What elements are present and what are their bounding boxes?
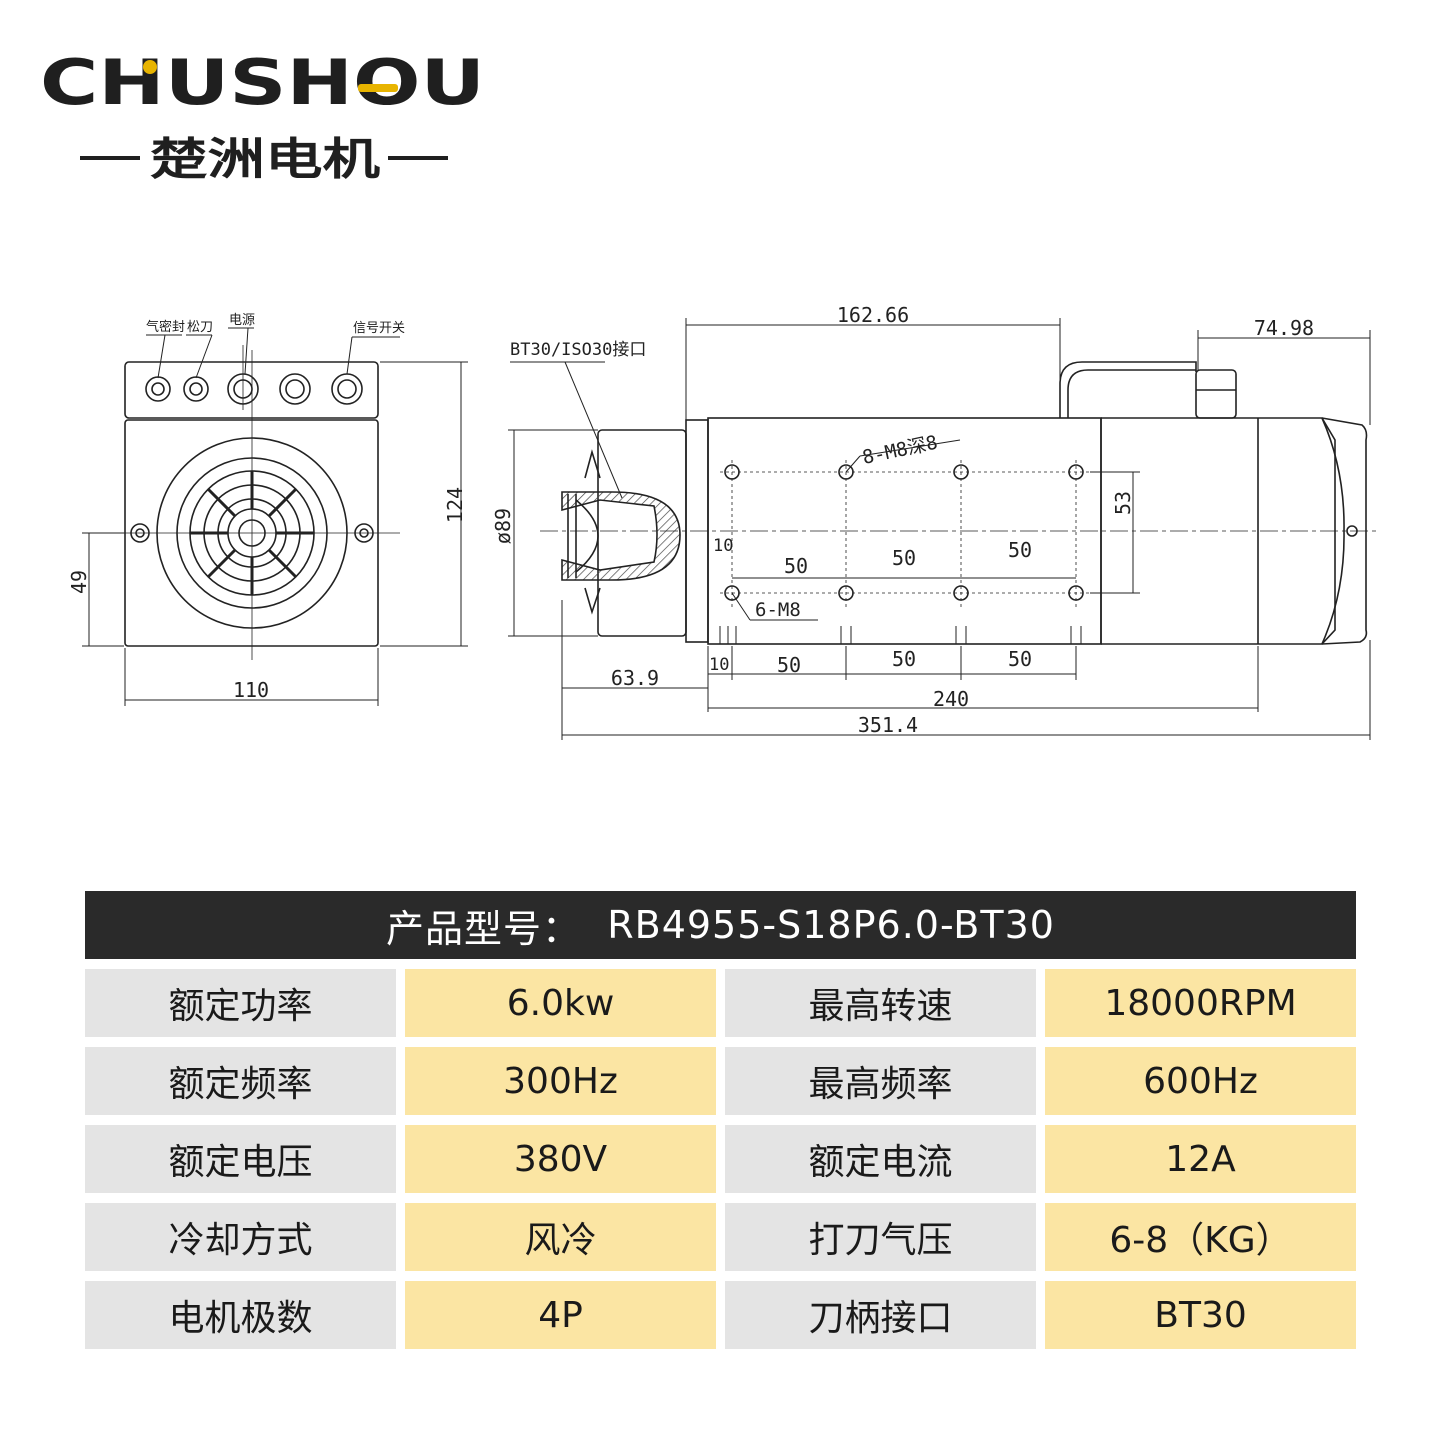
callout-tool-release: 松刀 (187, 320, 213, 335)
spec-label: 额定功率 (85, 969, 396, 1037)
logo-sun-icon (143, 60, 157, 74)
spec-value: 18000RPM (1045, 969, 1356, 1037)
spec-value: 300Hz (405, 1047, 716, 1115)
side-view (508, 318, 1380, 740)
callout-holes-bottom: 6-M8 (755, 599, 801, 621)
spec-value: 4P (405, 1281, 716, 1349)
spec-value: 6.0kw (405, 969, 716, 1037)
model-title-bar: 产品型号： RB4955-S18P6.0-BT30 (85, 891, 1356, 959)
mounting-holes (724, 464, 1084, 601)
front-view (82, 327, 468, 706)
model-value: RB4955-S18P6.0-BT30 (607, 903, 1055, 947)
brand-name-cn: 楚洲电机 (150, 134, 380, 185)
callout-air-seal: 气密封 (146, 319, 185, 335)
connector-spare (279, 373, 311, 405)
dim-pitch-b3: 50 (1008, 647, 1032, 671)
spec-label: 额定电流 (725, 1125, 1036, 1193)
spec-value: BT30 (1045, 1281, 1356, 1349)
connector-air-seal (145, 376, 171, 402)
brand-logo: CHUSHOU 楚洲电机 (40, 46, 485, 185)
dim-offset-10-b: 10 (709, 655, 729, 675)
spec-label: 额定电压 (85, 1125, 396, 1193)
logo-wordmark: CHUSHOU (40, 46, 485, 119)
dim-front-width: 110 (233, 678, 269, 702)
dim-pitch-b2: 50 (892, 647, 916, 671)
dim-front-center: 49 (67, 570, 91, 594)
dim-offset-10-a: 10 (713, 536, 733, 556)
callout-power: 电源 (229, 313, 255, 328)
dim-diameter: ø89 (491, 508, 515, 544)
spec-value: 风冷 (405, 1203, 716, 1271)
callout-interface: BT30/ISO30接口 (510, 340, 646, 360)
spec-value: 380V (405, 1125, 716, 1193)
spec-label: 最高转速 (725, 969, 1036, 1037)
spec-row: 冷却方式 风冷 打刀气压 6-8（KG） (85, 1203, 1356, 1271)
logo-accent-icon (358, 84, 398, 92)
spec-row: 额定频率 300Hz 最高频率 600Hz (85, 1047, 1356, 1115)
dim-front-height: 124 (443, 487, 467, 523)
dim-pitch-a1: 50 (784, 554, 808, 578)
spec-row: 额定功率 6.0kw 最高转速 18000RPM (85, 969, 1356, 1037)
dim-hole-spacing-v: 53 (1111, 491, 1135, 515)
spec-label: 刀柄接口 (725, 1281, 1036, 1349)
dim-pitch-b1: 50 (777, 653, 801, 677)
dim-pitch-a3: 50 (1008, 538, 1032, 562)
spec-value: 12A (1045, 1125, 1356, 1193)
spec-row: 额定电压 380V 额定电流 12A (85, 1125, 1356, 1193)
dim-top-right: 74.98 (1254, 316, 1314, 340)
spec-value: 6-8（KG） (1045, 1203, 1356, 1271)
spec-label: 最高频率 (725, 1047, 1036, 1115)
spec-table: 产品型号： RB4955-S18P6.0-BT30 额定功率 6.0kw 最高转… (85, 891, 1356, 1349)
dim-total: 351.4 (858, 713, 918, 737)
spec-label: 额定频率 (85, 1047, 396, 1115)
spec-label: 电机极数 (85, 1281, 396, 1349)
callout-signal-switch: 信号开关 (353, 321, 405, 336)
connector-tool-release (183, 376, 209, 402)
spec-label: 打刀气压 (725, 1203, 1036, 1271)
dim-pitch-a2: 50 (892, 546, 916, 570)
model-label: 产品型号： (386, 906, 582, 951)
dim-top-span: 162.66 (837, 303, 909, 327)
dim-body: 240 (933, 687, 969, 711)
callout-holes-top: 8-M8深8 (860, 432, 939, 469)
dim-nose: 63.9 (611, 666, 659, 690)
connector-signal (331, 373, 363, 405)
technical-drawing: 气密封 松刀 电源 信号开关 124 49 110 BT30/ISO30接口 1… (67, 303, 1380, 740)
spec-row: 电机极数 4P 刀柄接口 BT30 (85, 1281, 1356, 1349)
spec-value: 600Hz (1045, 1047, 1356, 1115)
spec-label: 冷却方式 (85, 1203, 396, 1271)
